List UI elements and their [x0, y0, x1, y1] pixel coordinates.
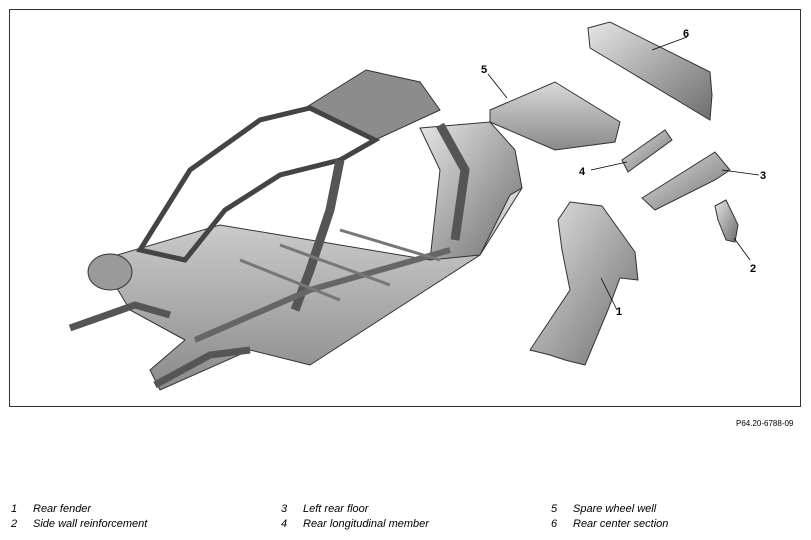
part-rear-longitudinal-member — [621, 129, 673, 173]
callout-labels: 6 5 4 3 2 1 — [481, 28, 766, 318]
callout-4: 4 — [579, 166, 586, 178]
body-in-white-illustration: 6 5 4 3 2 1 — [68, 21, 766, 391]
callout-3: 3 — [760, 170, 766, 182]
part-rear-fender — [529, 201, 639, 366]
callout-2: 2 — [750, 263, 756, 275]
car-body-shell — [68, 69, 523, 391]
callout-5: 5 — [481, 64, 487, 76]
callout-1: 1 — [616, 306, 622, 318]
diagram-frame: 6 5 4 3 2 1 — [9, 9, 801, 407]
part-rear-center-section — [587, 21, 713, 121]
part-side-wall-reinforcement — [714, 199, 739, 243]
leader-lines — [487, 36, 760, 311]
callout-6: 6 — [683, 28, 689, 40]
figure-reference: P64.20-6788-09 — [736, 419, 794, 428]
part-spare-wheel-well — [489, 81, 621, 151]
part-left-rear-floor — [641, 151, 731, 211]
